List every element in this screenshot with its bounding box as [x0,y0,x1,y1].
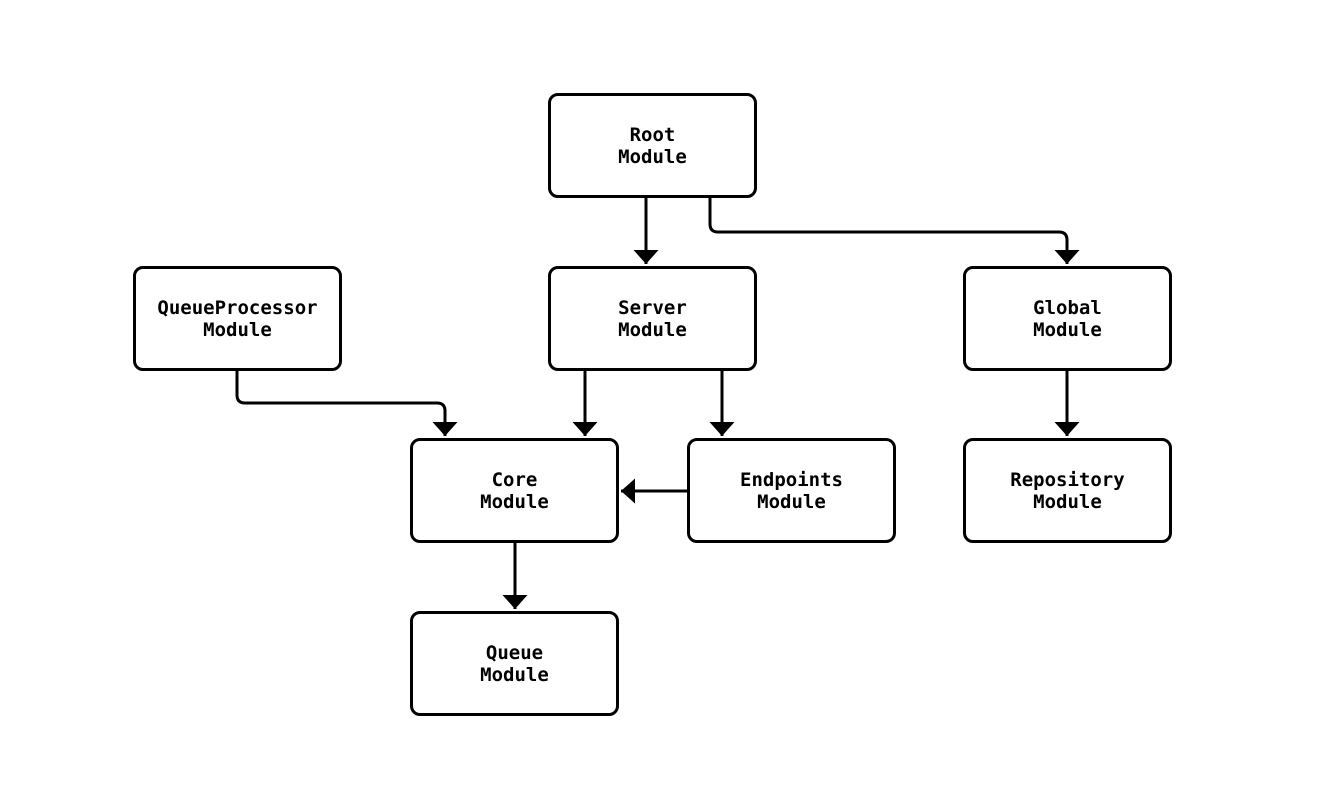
node-endpoints-module: Endpoints Module [687,438,896,543]
node-queueprocessor-module: QueueProcessor Module [133,266,342,371]
node-root-module: Root Module [548,93,757,198]
edge-queueprocessor-to-core [235,371,458,436]
node-server-module-label: Server Module [618,296,687,341]
node-endpoints-module-label: Endpoints Module [740,468,843,513]
node-global-module-label: Global Module [1033,296,1102,341]
node-server-module: Server Module [548,266,757,371]
node-queueprocessor-module-label: QueueProcessor Module [157,296,318,341]
edge-root-to-global [708,198,1080,264]
node-root-module-label: Root Module [618,123,687,168]
node-queue-module-label: Queue Module [480,641,549,686]
node-global-module: Global Module [963,266,1172,371]
node-repository-module: Repository Module [963,438,1172,543]
node-repository-module-label: Repository Module [1010,468,1125,513]
node-core-module-label: Core Module [480,468,549,513]
node-core-module: Core Module [410,438,619,543]
node-queue-module: Queue Module [410,611,619,716]
